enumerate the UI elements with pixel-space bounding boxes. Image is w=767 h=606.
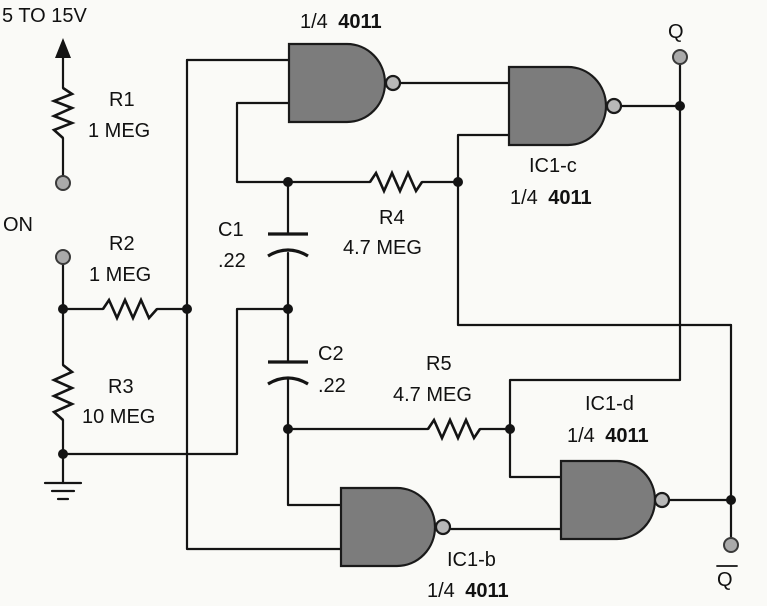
c1-ref: C1 (218, 219, 244, 241)
supply-arrow-head (55, 38, 71, 58)
r3-ref: R3 (108, 376, 134, 398)
gate-ic1a (287, 42, 402, 124)
r3-value: 10 MEG (82, 406, 155, 428)
ic1d-in1-wire (508, 427, 563, 479)
ic1a-fraction: 1/4 (300, 11, 328, 33)
c2-plate-curved (267, 376, 309, 386)
supply-terminal (55, 175, 71, 191)
r2-resistor (101, 296, 158, 322)
on-terminal (55, 249, 71, 265)
ic1b-fraction: 1/4 (427, 580, 455, 602)
c2-ref: C2 (318, 343, 344, 365)
r1-ref: R1 (109, 89, 135, 111)
r5-resistor (426, 416, 482, 442)
c1-plate-curved (267, 248, 309, 258)
r5-ref: R5 (426, 353, 452, 375)
ic1d-ref: IC1-d (585, 393, 634, 415)
qbar-feedback-wire (456, 180, 733, 327)
r5-value: 4.7 MEG (393, 384, 472, 406)
ic1a-label: 1/4 4011 (300, 11, 382, 33)
ic1c-in2-wire (456, 133, 511, 184)
left-bus-wire (185, 58, 343, 551)
qbar-terminal (723, 537, 739, 553)
ic1a-in2-wire (235, 101, 372, 184)
r4-resistor (368, 169, 424, 195)
supply-label: 5 TO 15V (2, 5, 88, 27)
ic1c-label: 1/4 4011 (510, 187, 592, 209)
ic1b-ref: IC1-b (447, 549, 496, 571)
gate-ic1c (507, 65, 623, 147)
ic1a-part: 4011 (338, 11, 381, 33)
r1-resistor (50, 86, 76, 139)
ic1b-part: 4011 (465, 580, 508, 602)
c1-value: .22 (218, 250, 246, 272)
c2-value: .22 (318, 375, 346, 397)
r2-ref: R2 (109, 233, 135, 255)
gate-ic1b (339, 486, 452, 568)
q-feedback-wire (508, 104, 682, 431)
c2-lower-lead (286, 378, 343, 507)
r4-value: 4.7 MEG (343, 237, 422, 259)
q-label: Q (668, 21, 684, 43)
gate-ic1d (559, 459, 671, 541)
r2-value: 1 MEG (89, 264, 151, 286)
ic1b-label: 1/4 4011 (427, 580, 509, 602)
ic1c-part: 4011 (548, 187, 591, 209)
wires (43, 38, 733, 551)
ic1d-part: 4011 (605, 425, 648, 447)
ic1d-fraction: 1/4 (567, 425, 595, 447)
on-label: ON (3, 214, 33, 236)
qbar-label: Q (717, 569, 733, 591)
r3-to-cap-junction-wire (61, 307, 290, 456)
junction-dots (58, 101, 736, 505)
ic1d-label: 1/4 4011 (567, 425, 649, 447)
q-terminal (672, 49, 688, 65)
r4-ref: R4 (379, 207, 405, 229)
ic1c-ref: IC1-c (529, 155, 577, 177)
r3-resistor (50, 363, 76, 421)
ground-symbol (43, 481, 83, 501)
r1-value: 1 MEG (88, 120, 150, 142)
ic1c-fraction: 1/4 (510, 187, 538, 209)
